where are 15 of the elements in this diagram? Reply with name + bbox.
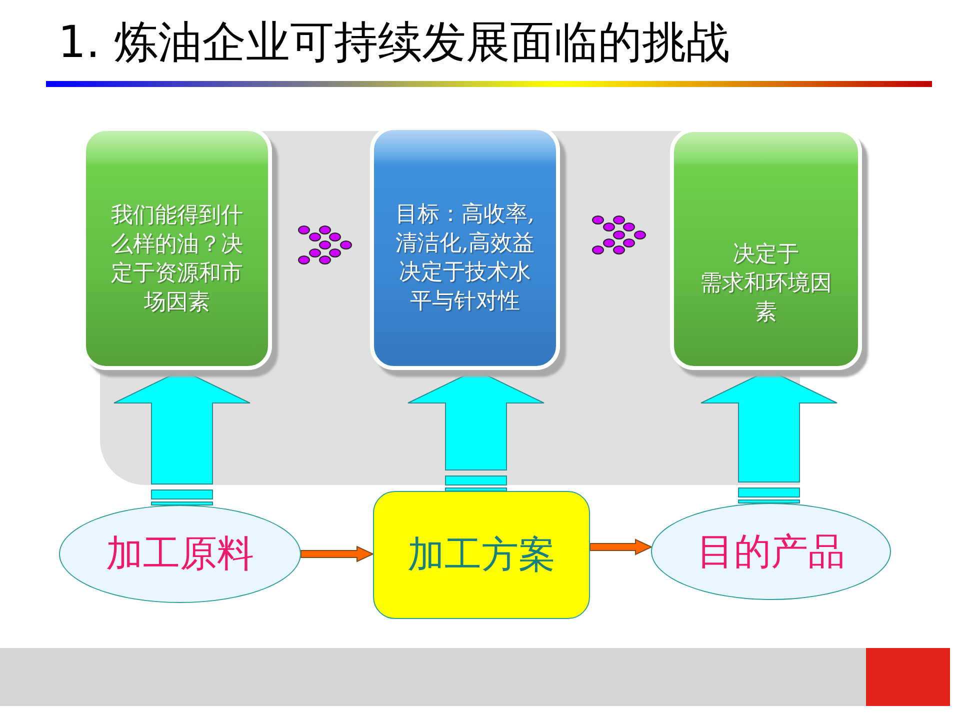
process-box [373,491,590,619]
dotted-chevron-arrow [592,216,646,254]
node-text: 目的产品 [697,530,845,574]
arrow [590,538,653,556]
dotted-chevron-arrow [298,226,352,264]
block-arrow [700,369,838,504]
node-text: 决定于需求和环境因素 [699,240,833,326]
block-arrow [408,369,544,492]
node-text: 加工原料 [106,532,254,576]
slide-title: 1. 炼油企业可持续发展面临的挑战 [58,18,730,68]
node-text: 我们能得到什么样的油？决定于资源和市场因素 [110,202,244,316]
block-arrow [114,369,250,506]
node-text: 加工方案 [408,533,556,577]
arrow [300,546,374,562]
node-text: 目标：高收率,清洁化,高效益决定于技术水平与针对性 [394,201,536,316]
